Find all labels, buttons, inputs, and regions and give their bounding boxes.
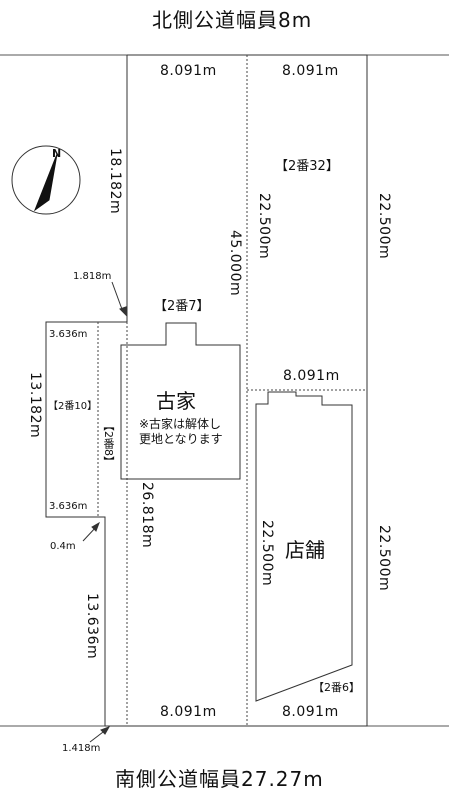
dim-lot10-bottom: 3.636m [49,501,88,512]
shop-outline [255,391,353,702]
old-house-note: ※古家は解体し 更地となります [139,417,223,446]
compass-north-label: N [52,147,62,160]
dim-lot32-inner: 22.500m [256,193,272,260]
lot-7-label: 【2番7】 [154,299,210,314]
dim-lot10-top: 3.636m [49,329,88,340]
dim-top-right: 8.091m [282,63,339,79]
dim-west-upper: 18.182m [107,148,123,215]
dim-west-lower: 13.636m [84,593,100,660]
old-house-label: 古家 [156,389,196,413]
leader-arrows [82,281,127,743]
lot-boundary [45,54,368,727]
dim-top-left: 8.091m [160,63,217,79]
dim-middle-right: 8.091m [283,368,340,384]
dim-center-long: 45.000m [227,230,243,297]
dim-lot10-side: 13.182m [27,372,43,439]
dim-bottom-right: 8.091m [282,704,339,720]
compass-rose [11,145,81,215]
dim-lot8-long: 26.818m [139,482,155,549]
dim-east-upper: 22.500m [376,193,392,260]
lot-8-label: 【2番8】 [102,420,115,467]
old-house-outline [120,322,241,480]
lot-6-label: 【2番6】 [313,681,360,694]
shop-label: 店舗 [285,538,325,562]
lot-32-label: 【2番32】 [275,159,339,174]
south-road-label: 南側公道幅員27.27m [115,767,324,791]
dim-bottom-left: 8.091m [160,704,217,720]
lot-10-label: 【2番10】 [48,401,98,412]
internal-boundaries [97,55,367,726]
dim-notch-top: 1.818m [73,271,112,282]
dim-east-lower: 22.500m [376,525,392,592]
north-road-label: 北側公道幅員8m [152,8,313,32]
dim-shop-inner: 22.500m [259,520,275,587]
dim-bottom-offset: 1.418m [62,743,101,754]
dim-notch-mid: 0.4m [50,541,76,552]
